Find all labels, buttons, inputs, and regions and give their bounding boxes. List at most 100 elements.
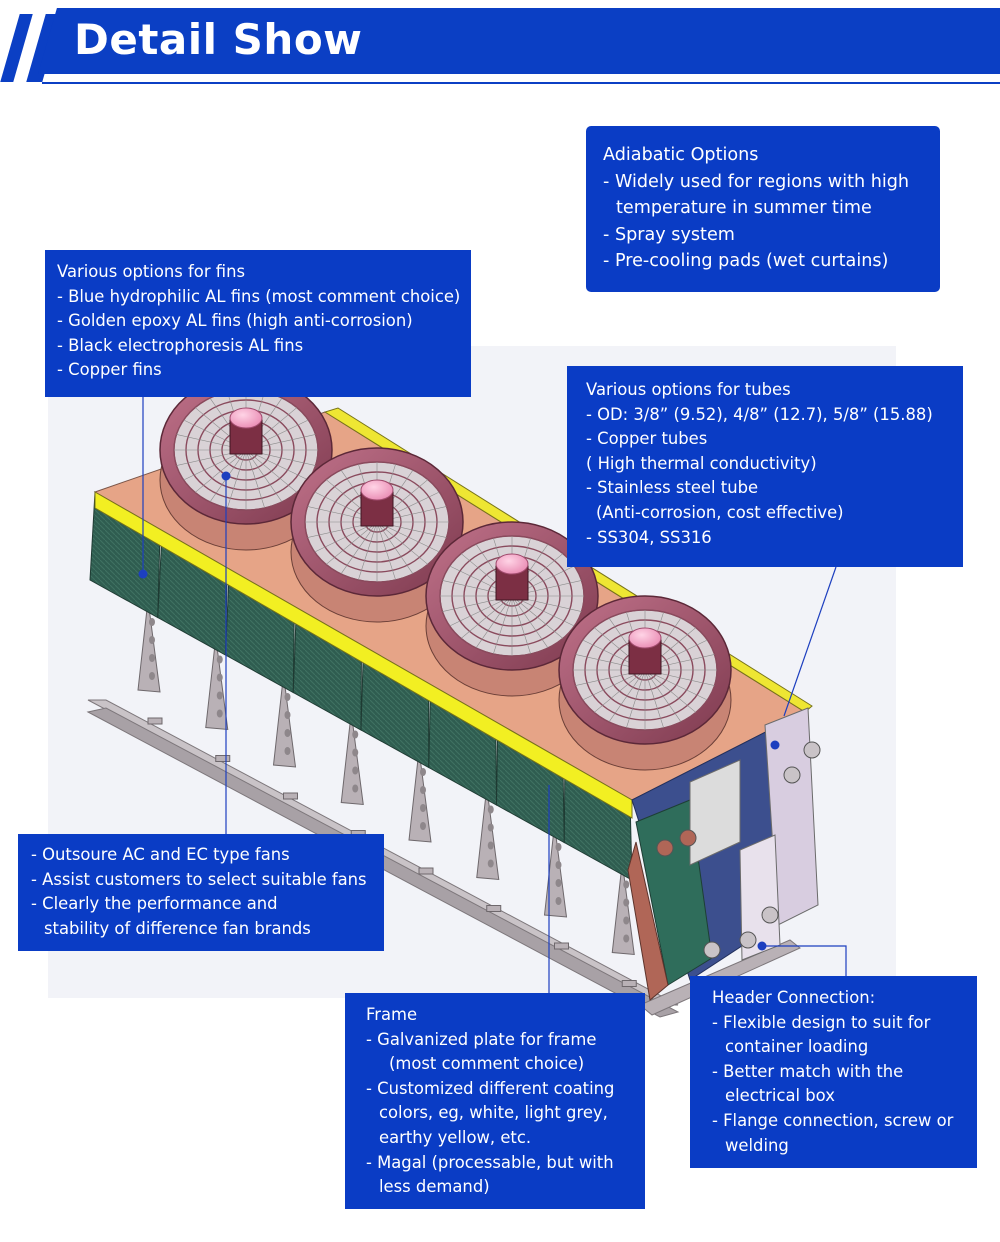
frame-leg [476,787,500,881]
leg-hole [216,655,223,664]
fan-blade-line [194,449,247,493]
frame-leg [340,712,364,806]
leg-hole [420,822,426,830]
leg-hole [216,709,223,718]
leader-lines [138,397,847,993]
leg-hole [216,673,223,682]
fan-blade-line [358,521,378,581]
frame-legs [137,599,637,987]
leg-hole [420,804,426,812]
fan-blade-line [376,521,440,553]
fan-blade-line [511,595,575,627]
callout-line: - Assist customers to select suitable fa… [31,869,367,889]
fan-motor-cap [360,479,394,501]
leg-hole [487,805,494,814]
callout-line: - Golden epoxy AL fins (high anti-corros… [57,311,413,331]
callout-line: - Magal (processable, but with [366,1152,614,1172]
leg-hole [352,784,359,793]
leg-hole [284,693,291,701]
leg-hole [555,897,562,905]
base-foot [283,792,298,800]
leg-hole [149,618,155,626]
callout-line: - Galvanized plate for frame [366,1029,597,1049]
page-title: Detail Show [74,15,363,64]
callout-header-connection: Header Connection: - Flexible design to … [690,976,977,1168]
leg-hole [149,672,155,680]
callout-line: temperature in summer time [616,198,872,219]
leg-hole [352,766,359,775]
fan-blade-line [245,449,298,493]
leg-hole [284,747,291,755]
fan-blade-line [493,595,513,655]
callout-fin-options: Various options for fins - Blue hydrophi… [45,250,471,397]
fan-blade-line [644,669,708,701]
leg-hole [420,786,426,794]
fan-blade-line [644,669,697,713]
fan-blade-line [245,449,265,509]
frame-leg [611,862,635,956]
callout-line: (Anti-corrosion, cost effective) [596,502,844,522]
fan-blade-line [511,595,564,639]
leg-hole [623,898,630,907]
callout-title: Adiabatic Options [603,145,759,165]
base-foot [215,755,231,762]
leg-hole [149,654,155,662]
callout-line: welding [725,1135,789,1155]
header-manifold [627,707,821,1001]
callout-line: - Black electrophoresis AL fins [57,335,304,355]
callout-line: - Blue hydrophilic AL fins (most comment… [57,286,461,306]
leg-hole [623,880,630,889]
callout-title: Frame [366,1005,418,1024]
fan-blade-line [582,669,646,701]
callout-line: - Widely used for regions with high [603,171,910,192]
leg-hole [284,729,291,737]
fan-blade-line [644,669,682,723]
callout-line: stability of difference fan brands [44,918,311,938]
fan-blade-line [593,669,646,713]
leg-hole [352,730,359,739]
fan-motor-cap [229,407,263,429]
callout-line: - Copper fins [57,360,162,380]
fan-blade-line [227,449,247,509]
callout-line: - OD: 3/8” (9.52), 4/8” (12.7), 5/8” (15… [586,404,933,424]
callout-line: - Clearly the performance and [31,894,278,914]
fan-blade-line [245,449,309,481]
leg-hole [216,691,223,700]
fan-blade-line [183,449,247,481]
fan-blade-line [475,595,513,649]
fan-blade-line [511,595,531,655]
fan-blade-line [340,521,378,575]
callout-line: container loading [725,1037,869,1057]
callout-title: Various options for fins [57,262,246,281]
fan-blade-line [608,669,646,723]
callout-line: - Customized different coating [366,1078,615,1098]
base-foot [147,717,163,725]
fan-unit [290,447,464,623]
base-foot [418,867,434,875]
frame-leg [272,674,297,768]
fan-unit [425,521,599,697]
callout-fans: - Outsoure AC and EC type fans - Assist … [18,834,384,951]
base-foot [554,942,569,950]
base-foot [486,905,502,912]
fan-blade-line [325,521,378,565]
leg-hole [352,748,359,757]
fan-blade-line [245,449,283,503]
callout-line: electrical box [725,1086,835,1106]
fan-unit [558,595,732,771]
leg-hole [623,934,630,943]
callout-line: (most comment choice) [389,1054,585,1074]
callout-line: earthy yellow, etc. [379,1127,532,1147]
fan-motor-cap [628,627,662,649]
leg-hole [555,879,562,887]
frame-leg [205,637,229,731]
callout-line: - Copper tubes [586,429,708,449]
fan-blade-line [376,521,396,581]
fan-blade-line [314,521,378,553]
callout-line: - Flexible design to suit for [712,1012,931,1032]
callout-line: less demand) [379,1177,490,1197]
header-underline [42,82,1000,84]
fan-motor-cap [495,553,529,575]
fan-blade-line [376,521,429,565]
fan-blade-line [511,595,549,649]
